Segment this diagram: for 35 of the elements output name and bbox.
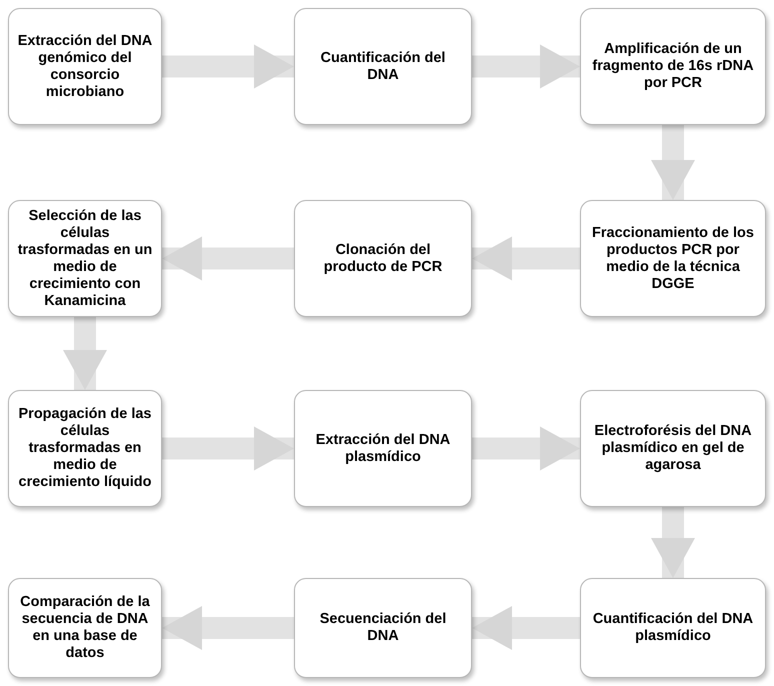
block-arrow xyxy=(162,236,294,280)
step-text: Propagación de las células trasformadas en medio de crecimiento líquido xyxy=(18,406,152,491)
process-box xyxy=(580,578,766,678)
step-text: Selección de las células trasformadas en un medio de crecimiento con Kanamicina xyxy=(17,208,153,310)
block-arrow xyxy=(472,426,580,470)
step-text: Cuantificación del DNA plasmídico xyxy=(592,611,754,645)
step-text: Electroforésis del DNA plasmídico en gel de agarosa xyxy=(593,423,753,474)
process-box xyxy=(580,390,766,507)
block-arrow xyxy=(162,426,294,470)
step-text: Clonación del producto de PCR xyxy=(322,242,444,276)
step-text: Amplificación de un fragmento de 16s rDNA por PCR xyxy=(591,41,755,92)
step-text: Comparación de la secuencia de DNA en una base de datos xyxy=(19,594,151,662)
step-text: Cuantificación del DNA xyxy=(320,50,446,84)
block-arrow xyxy=(63,317,107,390)
process-box xyxy=(580,8,766,125)
process-box xyxy=(294,390,472,507)
process-box xyxy=(8,578,162,678)
process-box xyxy=(294,8,472,125)
block-arrow xyxy=(472,606,580,650)
process-box xyxy=(8,8,162,125)
block-arrow xyxy=(472,236,580,280)
step-text: Extracción del DNA genómico del consorcio microbiano xyxy=(17,32,153,100)
process-box xyxy=(8,390,162,507)
step-text: Extracción del DNA plasmídico xyxy=(314,432,452,466)
process-box xyxy=(294,578,472,678)
step-text: Fraccionamiento de los productos PCR por medio de la técnica DGGE xyxy=(591,224,755,292)
block-arrow xyxy=(651,125,695,200)
block-arrow xyxy=(472,44,580,88)
process-box xyxy=(8,200,162,317)
process-box xyxy=(580,200,766,317)
block-arrow xyxy=(162,606,294,650)
process-box xyxy=(294,200,472,317)
step-text: Secuenciación del DNA xyxy=(318,611,448,645)
block-arrow xyxy=(162,44,294,88)
block-arrow xyxy=(651,507,695,578)
